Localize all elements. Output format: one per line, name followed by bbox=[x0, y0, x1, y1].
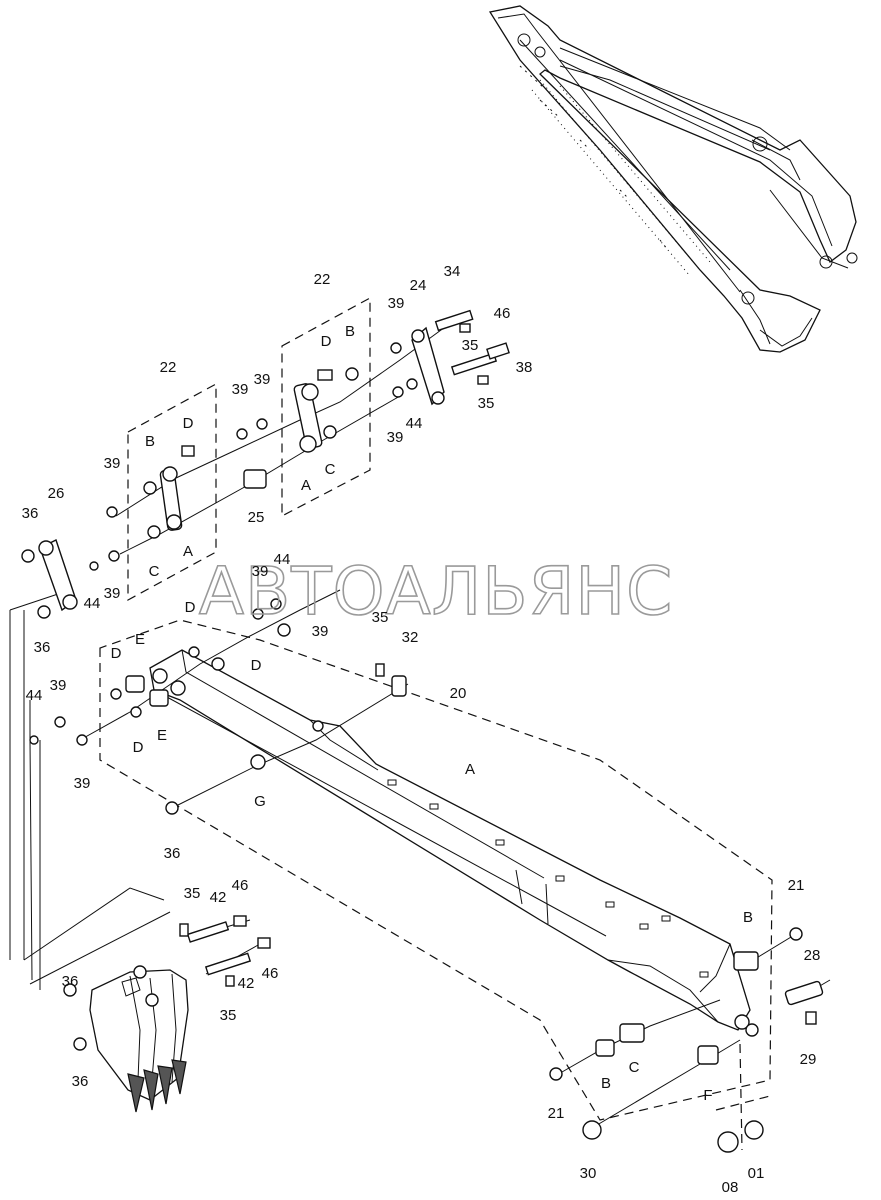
arm-main-drawing bbox=[149, 649, 759, 1037]
callout-label: 44 bbox=[274, 551, 291, 568]
callout-label: 36 bbox=[164, 845, 181, 862]
callout-label: 29 bbox=[800, 1051, 817, 1068]
callout-label: G bbox=[254, 793, 266, 810]
callout-label: A bbox=[465, 761, 475, 778]
callout-label: 21 bbox=[548, 1105, 565, 1122]
callout-label: 39 bbox=[232, 381, 249, 398]
callout-label: C bbox=[149, 563, 160, 580]
callout-label: 35 bbox=[462, 337, 479, 354]
bucket-drawing bbox=[89, 965, 189, 1113]
callout-label: 39 bbox=[312, 623, 329, 640]
callout-label: 34 bbox=[444, 263, 461, 280]
arm-overview-drawing bbox=[488, 5, 858, 353]
callout-label: B bbox=[145, 433, 155, 450]
callout-label: 42 bbox=[238, 975, 255, 992]
callout-label: 44 bbox=[406, 415, 423, 432]
watermark: АВТОАЛЬЯНС bbox=[199, 553, 673, 630]
group-boundaries bbox=[99, 296, 773, 1151]
callout-label: 25 bbox=[248, 509, 265, 526]
callout-label: B bbox=[743, 909, 753, 926]
callout-label: 30 bbox=[580, 1165, 597, 1182]
callout-label: 39 bbox=[50, 677, 67, 694]
callout-label: D bbox=[183, 415, 194, 432]
callout-label: 39 bbox=[74, 775, 91, 792]
callout-label: 39 bbox=[387, 429, 404, 446]
callout-label: D bbox=[185, 599, 196, 616]
callout-label: B bbox=[345, 323, 355, 340]
callout-label: B bbox=[601, 1075, 611, 1092]
callout-label: D bbox=[133, 739, 144, 756]
callout-label: A bbox=[301, 477, 311, 494]
callout-label: 39 bbox=[252, 563, 269, 580]
callout-label: 39 bbox=[254, 371, 271, 388]
callout-label: 36 bbox=[34, 639, 51, 656]
callout-label: 22 bbox=[314, 271, 331, 288]
callout-label: 22 bbox=[160, 359, 177, 376]
callout-label: C bbox=[629, 1059, 640, 1076]
callout-label: F bbox=[703, 1087, 712, 1104]
callout-label: 35 bbox=[372, 609, 389, 626]
callout-label: E bbox=[135, 631, 145, 648]
callout-label: 28 bbox=[804, 947, 821, 964]
callout-label: 21 bbox=[788, 877, 805, 894]
callout-label: 39 bbox=[104, 455, 121, 472]
callout-label: 36 bbox=[22, 505, 39, 522]
callout-label: 46 bbox=[262, 965, 279, 982]
callout-label: 44 bbox=[26, 687, 43, 704]
callout-label: 35 bbox=[478, 395, 495, 412]
callout-label: 46 bbox=[494, 305, 511, 322]
leader-lines bbox=[9, 321, 831, 1129]
callout-label: 36 bbox=[72, 1073, 89, 1090]
callout-label: 32 bbox=[402, 629, 419, 646]
callout-label: 35 bbox=[220, 1007, 237, 1024]
callout-label: 20 bbox=[450, 685, 467, 702]
callout-label: 42 bbox=[210, 889, 227, 906]
callout-label: 44 bbox=[84, 595, 101, 612]
callout-label: 08 bbox=[722, 1179, 739, 1196]
callout-label: D bbox=[111, 645, 122, 662]
callout-label: C bbox=[325, 461, 336, 478]
callout-label: 24 bbox=[410, 277, 427, 294]
callout-label: 38 bbox=[516, 359, 533, 376]
callout-label: 39 bbox=[104, 585, 121, 602]
callout-label: E bbox=[157, 727, 167, 744]
callout-label: 01 bbox=[748, 1165, 765, 1182]
callout-label: 46 bbox=[232, 877, 249, 894]
callout-label: 39 bbox=[388, 295, 405, 312]
callout-label: 36 bbox=[62, 973, 79, 990]
callout-label: 35 bbox=[184, 885, 201, 902]
callout-label: A bbox=[183, 543, 193, 560]
callout-label: 26 bbox=[48, 485, 65, 502]
component-parts bbox=[21, 309, 824, 1153]
callout-label: D bbox=[251, 657, 262, 674]
callout-label: D bbox=[321, 333, 332, 350]
